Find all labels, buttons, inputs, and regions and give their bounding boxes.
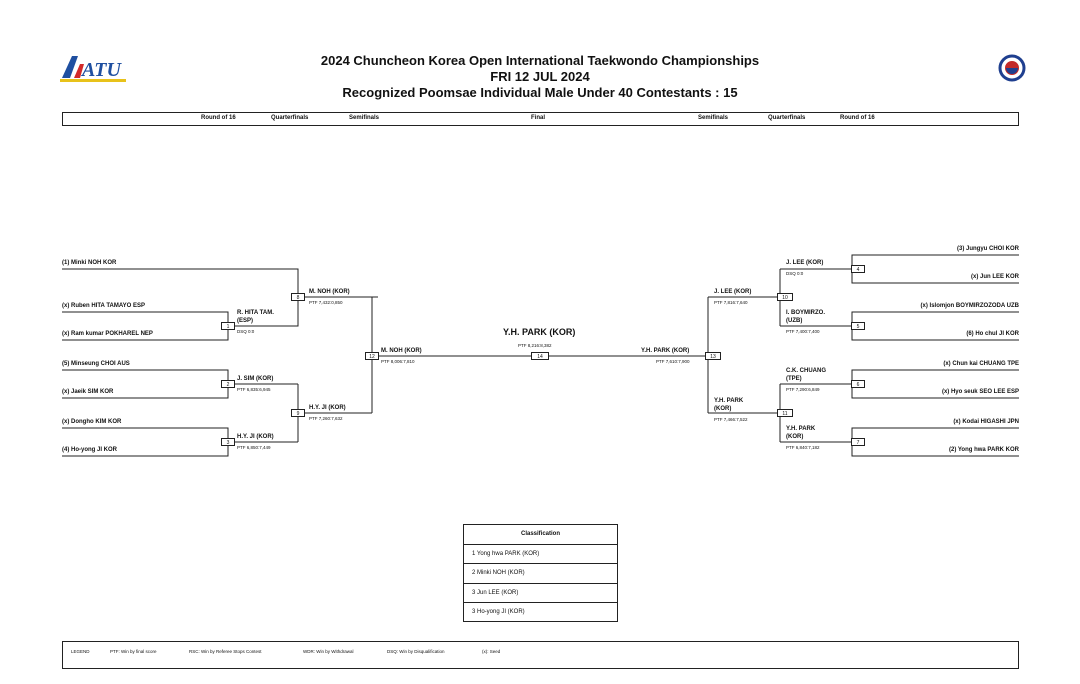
match-winner: J. LEE (KOR) (786, 260, 824, 266)
match-number: 13 (705, 352, 721, 360)
match-winner: M. NOH (KOR) (381, 348, 422, 354)
match-number: 2 (221, 380, 235, 388)
left-r16-entry: (x) Dongho KIM KOR (62, 419, 122, 425)
match-score: PTF 7,290:6,849 (786, 387, 820, 392)
left-r16-entry: (5) Minseung CHOI AUS (62, 361, 130, 367)
match-score: PTF 6,850:7,449 (237, 445, 271, 450)
match-winner: Y.H. PARK (786, 426, 816, 432)
right-r16-entry: (x) Kodai HIGASHI JPN (953, 419, 1019, 425)
match-number: 4 (851, 265, 865, 273)
right-r16-entry: (x) Chun kai CHUANG TPE (943, 361, 1019, 367)
event-date: FRI 12 JUL 2024 (490, 69, 590, 84)
match-score: PTF 7,466:7,522 (714, 417, 748, 422)
match-winner-country: (KOR) (786, 434, 804, 440)
match-number: 12 (365, 352, 379, 360)
right-r16-entry: (3) Jungyu CHOI KOR (956, 246, 1019, 252)
match-number: 1 (221, 322, 235, 330)
match-number: 3 (221, 438, 235, 446)
classification-row: 3 Ho-yong JI (KOR) (472, 609, 525, 615)
round-header-bar (62, 112, 1019, 126)
match-winner-country: (ESP) (237, 318, 254, 324)
classification-row: 2 Minki NOH (KOR) (464, 564, 617, 584)
classification-row: 3 Jun LEE (KOR) (464, 584, 617, 603)
match-winner-country: (UZB) (786, 318, 803, 324)
match-number: 8 (291, 293, 305, 301)
match-score: DSQ 0:0 (237, 329, 255, 334)
legend-rsc: RSC: Win by Referee Stops Contest (189, 649, 262, 654)
final-score: PTF 8,216:8,382 (518, 343, 552, 348)
match-winner: H.Y. JI (KOR) (237, 434, 274, 440)
right-r16-entry: (x) Jun LEE KOR (970, 274, 1019, 280)
left-r16-entry: (x) Ruben HITA TAMAYO ESP (62, 303, 146, 309)
match-winner-country: (KOR) (714, 406, 732, 412)
match-number: 14 (531, 352, 549, 360)
event-title: 2024 Chuncheon Korea Open International … (320, 53, 760, 68)
match-score: PTF 7,816:7,640 (714, 300, 748, 305)
left-r16-entry: (x) Jaeik SIM KOR (62, 389, 114, 395)
match-winner: J. SIM (KOR) (237, 376, 274, 382)
match-score: DSQ 0:0 (786, 271, 804, 276)
legend-seed: (x): Seed (482, 649, 501, 654)
right-r16-entry: (x) Islomjon BOYMIRZOZODA UZB (920, 303, 1019, 309)
match-score: PTF 7,432:0,850 (309, 300, 343, 305)
left-r16-entry: (x) Ram kumar POKHAREL NEP (62, 331, 153, 337)
right-r16-entry: (x) Hyo seuk SEO LEE ESP (941, 389, 1019, 395)
round-label-left-sf: Semifinals (349, 115, 380, 121)
atu-logo: ATU (58, 52, 130, 84)
match-winner: Y.H. PARK (714, 398, 744, 404)
legend-ptf: PTF: Win by final score (110, 649, 157, 654)
match-winner: I. BOYMIRZO. (786, 310, 825, 316)
match-score: PTF 7,400:7,400 (786, 329, 820, 334)
legend-wdr: WDR: Win by Withdrawal (303, 649, 354, 654)
match-winner-country: (TPE) (786, 376, 802, 382)
classification-table: Classification 1 Yong hwa PARK (KOR) 2 M… (463, 524, 618, 622)
atu-logo-text: ATU (80, 59, 122, 81)
match-winner: Y.H. PARK (KOR) (641, 348, 690, 354)
match-score: PTF 6,835:6,945 (237, 387, 271, 392)
round-label-right-sf: Semifinals (698, 115, 729, 121)
round-label-left-qf: Quarterfinals (271, 115, 309, 121)
legend-box: LEGEND PTF: Win by final score RSC: Win … (62, 641, 1019, 669)
champion-name: Y.H. PARK (KOR) (503, 327, 576, 337)
legend-label: LEGEND (71, 649, 90, 654)
match-winner: H.Y. JI (KOR) (309, 405, 346, 411)
round-label-right-r16: Round of 16 (840, 115, 875, 121)
match-winner: J. LEE (KOR) (714, 289, 752, 295)
match-score: PTF 7,260:7,632 (309, 416, 343, 421)
match-winner: C.K. CHUANG (786, 368, 826, 374)
right-r16-entry: (2) Yong hwa PARK KOR (948, 447, 1019, 453)
federation-emblem-icon (998, 54, 1026, 82)
match-winner: R. HITA TAM. (237, 310, 274, 316)
right-r16-entry: (6) Ho chul JI KOR (966, 331, 1019, 337)
round-label-left-r16: Round of 16 (201, 115, 236, 121)
match-winner: M. NOH (KOR) (309, 289, 350, 295)
match-number: 11 (777, 409, 793, 417)
match-score: PTF 8,006:7,810 (381, 359, 415, 364)
match-number: 7 (851, 438, 865, 446)
event-category: Recognized Poomsae Individual Male Under… (342, 85, 738, 100)
match-number: 6 (851, 380, 865, 388)
round-label-final: Final (531, 115, 546, 121)
classification-row: 1 Yong hwa PARK (KOR) (464, 545, 617, 564)
match-score: PTF 7,610:7,900 (656, 359, 690, 364)
match-number: 5 (851, 322, 865, 330)
left-r16-entry: (4) Ho-yong JI KOR (62, 447, 117, 453)
left-r16-entry: (1) Minki NOH KOR (62, 260, 117, 266)
match-number: 10 (777, 293, 793, 301)
classification-heading: Classification (464, 525, 617, 545)
legend-dsq: DSQ: Win by Disqualification (387, 649, 445, 654)
round-label-right-qf: Quarterfinals (768, 115, 806, 121)
match-number: 9 (291, 409, 305, 417)
match-score: PTF 6,840:7,182 (786, 445, 820, 450)
